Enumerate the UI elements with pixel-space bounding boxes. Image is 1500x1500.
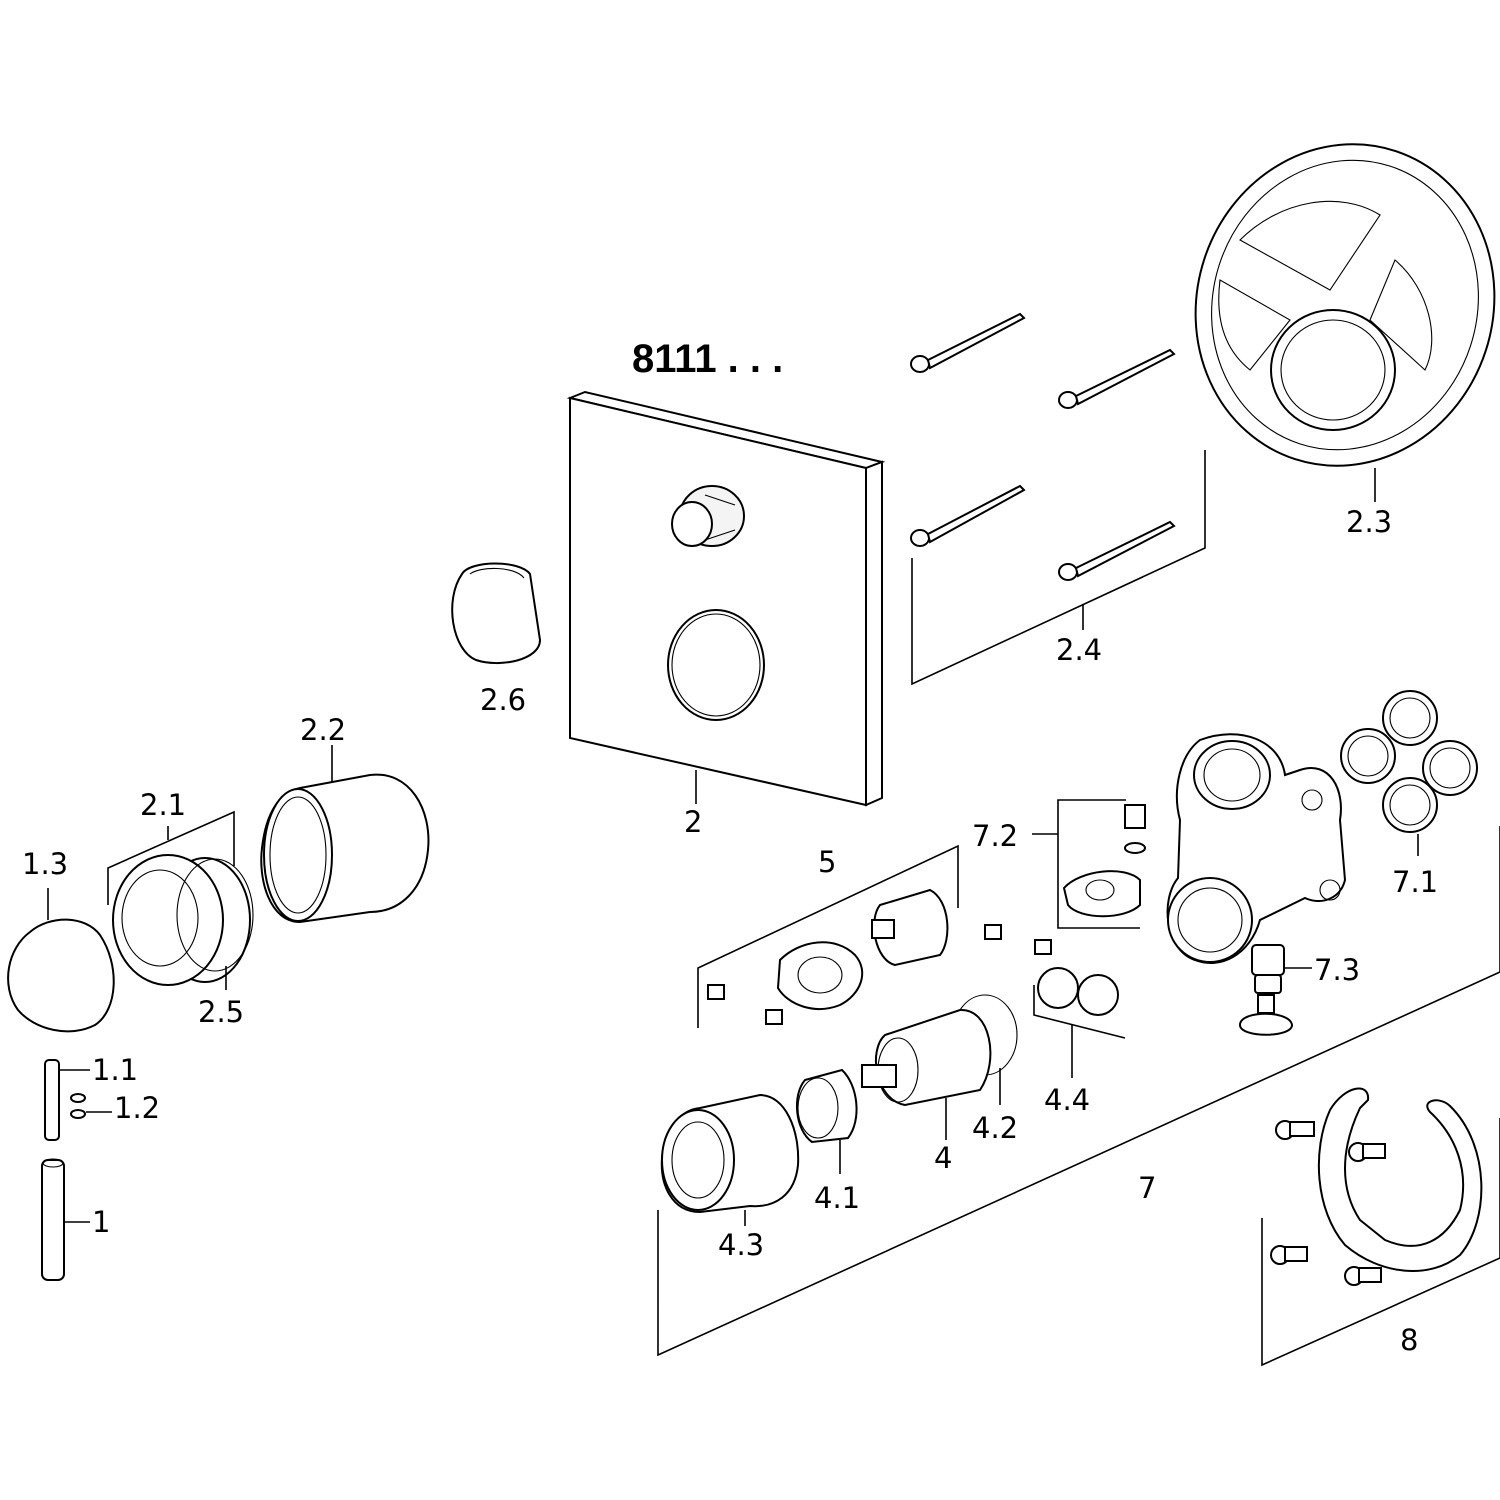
model-number-title: 8111 . . .	[632, 337, 783, 381]
cap-drawing	[7, 918, 115, 1033]
label-5: 5	[818, 845, 836, 879]
label-1-1: 1.1	[92, 1053, 138, 1087]
label-4-2: 4.2	[972, 1111, 1018, 1145]
label-2: 2	[684, 805, 702, 839]
bracket-7	[657, 826, 1500, 1357]
nut-4-1-drawing	[795, 1068, 858, 1144]
label-2-2: 2.2	[300, 713, 346, 747]
lever-handle-drawing	[451, 562, 542, 664]
bracket-2-1	[107, 810, 235, 905]
valve-7-2-drawing	[1062, 804, 1146, 918]
label-4-3: 4.3	[718, 1228, 764, 1262]
label-1-3: 1.3	[22, 847, 68, 881]
mounting-ring-drawing	[1194, 143, 1496, 467]
sleeve-drawing	[260, 773, 430, 924]
bracket-2-4	[911, 450, 1206, 686]
screws-drawing	[910, 312, 1176, 581]
cartridge-4-drawing	[861, 994, 1018, 1107]
check-valve-7-3-drawing	[1238, 944, 1294, 1036]
o-rings-drawing	[1340, 690, 1478, 833]
bracket-8	[1261, 1118, 1500, 1367]
label-1-2: 1.2	[114, 1091, 160, 1125]
label-2-5: 2.5	[198, 995, 244, 1029]
label-7-2: 7.2	[972, 819, 1018, 853]
label-7-3: 7.3	[1314, 953, 1360, 987]
bracket-4-4	[1033, 985, 1126, 1039]
extension-4-3-drawing	[660, 1093, 800, 1214]
label-8: 8	[1400, 1323, 1418, 1357]
label-2-3: 2.3	[1346, 505, 1392, 539]
cartridge-5-drawing	[707, 888, 1052, 1025]
label-4: 4	[934, 1141, 952, 1175]
label-4-4: 4.4	[1044, 1083, 1090, 1117]
label-2-4: 2.4	[1056, 633, 1102, 667]
bracket-8-drawing	[1270, 1087, 1483, 1286]
label-7-1: 7.1	[1392, 865, 1438, 899]
seals-4-4-drawing	[1037, 967, 1119, 1016]
label-1: 1	[92, 1205, 110, 1239]
valve-body-drawing	[1166, 733, 1347, 965]
label-2-6: 2.6	[480, 683, 526, 717]
cover-plate-drawing	[566, 390, 886, 807]
spindle-parts-drawing	[41, 1059, 86, 1281]
bracket-5	[697, 844, 959, 1028]
label-2-1: 2.1	[140, 788, 186, 822]
label-4-1: 4.1	[814, 1181, 860, 1215]
rosette-drawing	[112, 854, 254, 986]
bracket-7-2	[1057, 799, 1140, 929]
label-7: 7	[1138, 1171, 1156, 1205]
